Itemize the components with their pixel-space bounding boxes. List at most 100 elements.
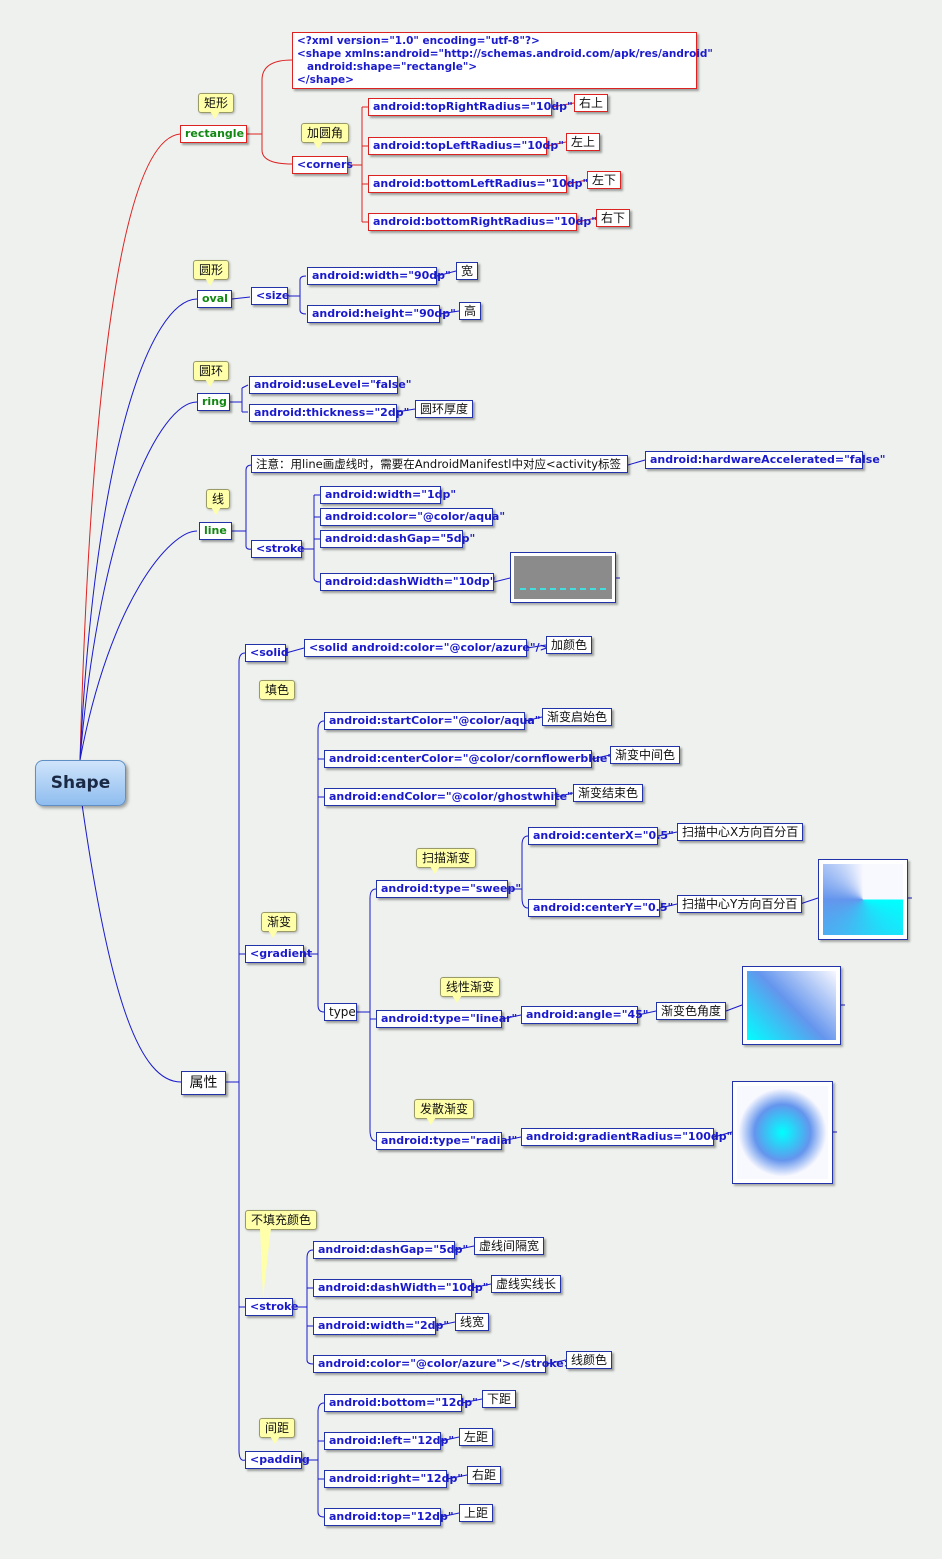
attr-center-y[interactable]: android:centerY="0.5" xyxy=(528,899,673,917)
desc-center-color: 渐变中间色 xyxy=(610,746,681,764)
rectangle-xml-snippet: <?xml version="1.0" encoding="utf-8"?><s… xyxy=(292,32,713,89)
node-corners[interactable]: <corners xyxy=(292,156,353,174)
desc-stroke-dash-gap: 虚线间隔宽 xyxy=(474,1237,545,1255)
branch-oval[interactable]: oval xyxy=(197,290,232,308)
attr-center-x[interactable]: android:centerX="0.5" xyxy=(528,827,674,845)
node-type[interactable]: type xyxy=(324,1003,357,1021)
node-size[interactable]: <size xyxy=(251,287,289,305)
attr-padding-right[interactable]: android:right="12dp" xyxy=(324,1470,463,1488)
desc-padding-right: 右距 xyxy=(467,1466,502,1484)
desc-angle: 渐变色角度 xyxy=(656,1002,727,1020)
attr-bottom-right-radius[interactable]: android:bottomRightRadius="10dp" xyxy=(368,213,597,231)
desc-end-color: 渐变结束色 xyxy=(573,784,644,802)
desc-stroke-width: 线宽 xyxy=(455,1313,490,1331)
sweep-gradient-preview-image xyxy=(818,859,908,940)
attr-solid-color[interactable]: <solid android:color="@color/azure"/> xyxy=(304,639,549,657)
attr-stroke-color[interactable]: android:color="@color/azure"></stroke> xyxy=(313,1355,573,1373)
attr-line-color[interactable]: android:color="@color/aqua" xyxy=(320,508,505,526)
attr-stroke-dash-width[interactable]: android:dashWidth="10dp" xyxy=(313,1279,488,1297)
attr-stroke-width[interactable]: android:width="2dp" xyxy=(313,1317,449,1335)
attr-center-color[interactable]: android:centerColor="@color/cornflowerbl… xyxy=(324,750,613,768)
desc-stroke-dash-width: 虚线实线长 xyxy=(491,1275,562,1293)
dashed-line-sample xyxy=(520,588,606,590)
desc-center-y: 扫描中心Y方向百分百 xyxy=(677,895,803,913)
desc-height: 高 xyxy=(459,302,482,320)
attr-angle[interactable]: android:angle="45" xyxy=(521,1006,649,1024)
note-oval: 圆形 xyxy=(193,260,230,280)
attr-top-right-radius[interactable]: android:topRightRadius="10dp" xyxy=(368,98,573,116)
attr-thickness[interactable]: android:thickness="2dp" xyxy=(249,404,409,422)
attr-padding-top[interactable]: android:top="12dp" xyxy=(324,1508,454,1526)
desc-thickness: 圆环厚度 xyxy=(415,400,474,418)
line-notice: 注意：用line画虚线时，需要在AndroidManifestl中对应<acti… xyxy=(251,455,628,473)
attr-end-color[interactable]: android:endColor="@color/ghostwhite" xyxy=(324,788,573,806)
attr-type-radial[interactable]: android:type="radial" xyxy=(376,1132,517,1150)
desc-padding-bottom: 下距 xyxy=(482,1390,517,1408)
node-padding[interactable]: <padding xyxy=(245,1451,310,1469)
solid-attr-text: <solid android:color="@color/azure"/> xyxy=(309,641,549,654)
note-ring: 圆环 xyxy=(193,361,230,381)
attr-padding-bottom[interactable]: android:bottom="12dp" xyxy=(324,1394,478,1412)
attr-bottom-left-radius[interactable]: android:bottomLeftRadius="10dp" xyxy=(368,175,588,193)
attr-type-linear[interactable]: android:type="linear" xyxy=(376,1010,517,1028)
desc-width: 宽 xyxy=(456,262,479,280)
attr-padding-left[interactable]: android:left="12dp" xyxy=(324,1432,454,1450)
line-dash-preview-image xyxy=(510,552,616,603)
attr-top-left-radius[interactable]: android:topLeftRadius="10dp" xyxy=(368,137,564,155)
desc-bottom-left: 左下 xyxy=(587,171,622,189)
radial-gradient-preview-image xyxy=(732,1081,833,1184)
desc-center-x: 扫描中心X方向百分百 xyxy=(677,823,804,841)
note-tail xyxy=(205,278,215,286)
desc-stroke-color: 线颜色 xyxy=(566,1351,613,1369)
note-tail xyxy=(430,866,440,874)
note-tail xyxy=(313,141,323,149)
desc-solid: 加颜色 xyxy=(546,636,593,654)
note-tail xyxy=(452,995,462,1003)
attr-line-dash-gap[interactable]: android:dashGap="5dp" xyxy=(320,530,475,548)
node-line-stroke[interactable]: <stroke xyxy=(251,540,305,558)
attr-line-width[interactable]: android:width="1dp" xyxy=(320,486,456,504)
xml-line-2: <shape xmlns:android="http://schemas.and… xyxy=(297,48,713,60)
node-solid[interactable]: <solid xyxy=(245,644,289,662)
node-gradient[interactable]: <gradient xyxy=(245,945,312,963)
attr-start-color[interactable]: android:startColor="@color/aqua" xyxy=(324,712,541,730)
root-node-shape[interactable]: Shape xyxy=(35,760,126,806)
note-padding: 间距 xyxy=(259,1418,296,1438)
branch-rectangle[interactable]: rectangle xyxy=(180,125,247,143)
branch-properties[interactable]: 属性 xyxy=(181,1071,226,1095)
note-solid: 填色 xyxy=(259,680,296,700)
note-tail xyxy=(210,111,220,119)
note-tail xyxy=(260,1228,271,1298)
desc-padding-top: 上距 xyxy=(459,1504,494,1522)
attr-height[interactable]: android:height="90dp" xyxy=(307,305,456,323)
note-corners: 加圆角 xyxy=(301,123,350,143)
note-line: 线 xyxy=(206,489,231,509)
attr-hardware-accelerated[interactable]: android:hardwareAccelerated="false" xyxy=(645,451,886,469)
note-rectangle: 矩形 xyxy=(198,93,235,113)
note-radial: 发散渐变 xyxy=(414,1099,475,1119)
linear-gradient-preview-image xyxy=(742,966,841,1045)
preview-canvas xyxy=(514,556,612,599)
sweep-gradient-swatch xyxy=(823,864,903,935)
attr-stroke-dash-gap[interactable]: android:dashGap="5dp" xyxy=(313,1241,468,1259)
desc-padding-left: 左距 xyxy=(459,1428,494,1446)
xml-line-1: <?xml version="1.0" encoding="utf-8"?> xyxy=(297,35,540,47)
attr-type-sweep[interactable]: android:type="sweep" xyxy=(376,880,521,898)
attr-use-level[interactable]: android:useLevel="false" xyxy=(249,376,412,394)
attr-gradient-radius[interactable]: android:gradientRadius="100dp" xyxy=(521,1128,732,1146)
desc-top-left: 左上 xyxy=(566,133,601,151)
attr-width[interactable]: android:width="90dp" xyxy=(307,267,451,285)
xml-line-4: </shape> xyxy=(297,74,354,86)
note-tail xyxy=(205,379,215,387)
desc-top-right: 右上 xyxy=(574,94,609,112)
branch-line[interactable]: line xyxy=(199,522,232,540)
radial-gradient-swatch xyxy=(737,1086,828,1179)
note-tail xyxy=(270,1436,280,1444)
attr-line-dash-width[interactable]: android:dashWidth="10dp" xyxy=(320,573,495,591)
desc-start-color: 渐变启始色 xyxy=(542,708,613,726)
node-stroke[interactable]: <stroke xyxy=(245,1298,299,1316)
note-stroke: 不填充颜色 xyxy=(245,1210,318,1230)
note-gradient: 渐变 xyxy=(261,912,298,932)
note-tail xyxy=(426,1117,436,1125)
branch-ring[interactable]: ring xyxy=(197,393,230,411)
